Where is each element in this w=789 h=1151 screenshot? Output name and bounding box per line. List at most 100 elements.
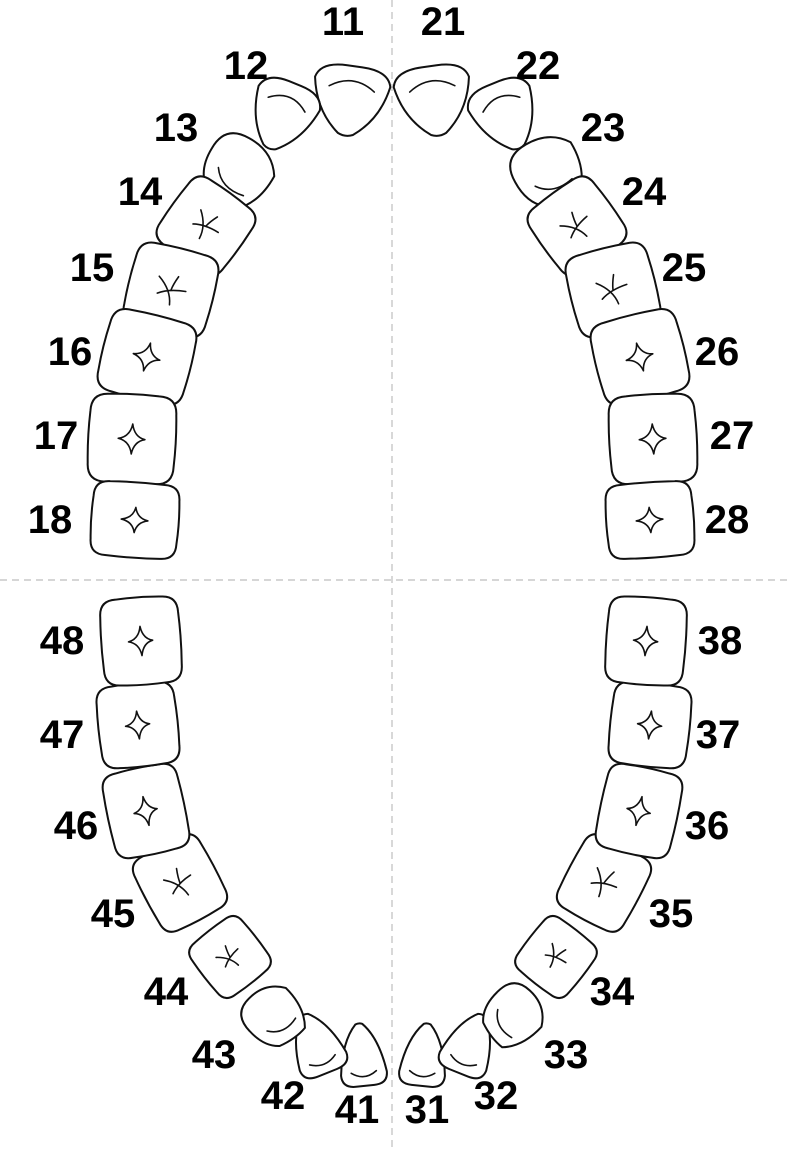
tooth-38[interactable] — [603, 594, 688, 687]
tooth-36[interactable] — [592, 760, 686, 862]
tooth-fissure-27 — [638, 423, 667, 455]
tooth-number-47: 47 — [40, 713, 85, 757]
tooth-outline-26 — [589, 308, 691, 406]
tooth-47[interactable] — [94, 679, 182, 770]
tooth-number-11: 11 — [322, 0, 364, 44]
tooth-number-23: 23 — [581, 106, 626, 150]
tooth-45[interactable] — [127, 828, 233, 937]
tooth-number-12: 12 — [224, 44, 269, 88]
tooth-fissure-28 — [635, 506, 664, 534]
tooth-fissure-31 — [408, 1069, 436, 1078]
tooth-22[interactable] — [462, 71, 549, 161]
tooth-outline-47 — [95, 680, 181, 770]
tooth-fissure-38 — [632, 625, 659, 657]
tooth-fissure-14 — [192, 209, 220, 240]
tooth-35[interactable] — [551, 828, 657, 937]
tooth-number-15: 15 — [70, 246, 115, 290]
tooth-number-46: 46 — [54, 804, 99, 848]
tooth-outline-48 — [99, 595, 183, 687]
tooth-outline-37 — [607, 680, 693, 770]
tooth-number-17: 17 — [34, 414, 79, 458]
tooth-fissure-43 — [266, 1017, 297, 1033]
tooth-27[interactable] — [607, 392, 699, 486]
tooth-outline-28 — [604, 480, 696, 560]
tooth-21[interactable] — [391, 61, 476, 141]
tooth-number-27: 27 — [710, 414, 755, 458]
tooth-outline-36 — [594, 762, 684, 860]
tooth-26[interactable] — [586, 305, 694, 410]
tooth-number-28: 28 — [705, 498, 750, 542]
tooth-number-38: 38 — [698, 619, 743, 663]
tooth-fissure-22 — [482, 94, 521, 113]
tooth-fissure-37 — [636, 710, 663, 740]
tooth-43[interactable] — [233, 975, 315, 1057]
tooth-number-43: 43 — [192, 1033, 237, 1077]
tooth-fissure-24 — [559, 211, 588, 239]
tooth-number-31: 31 — [405, 1088, 450, 1132]
tooth-fissure-33 — [496, 1008, 513, 1039]
tooth-outline-18 — [89, 480, 181, 560]
tooth-fissure-16 — [132, 342, 161, 372]
tooth-fissure-11 — [328, 79, 376, 93]
tooth-outline-32 — [437, 1012, 492, 1080]
tooth-fissure-25 — [595, 273, 628, 305]
tooth-fissure-18 — [120, 506, 149, 534]
tooth-number-37: 37 — [696, 713, 741, 757]
tooth-fissure-35 — [590, 867, 618, 898]
tooth-44[interactable] — [184, 910, 277, 1003]
tooth-fissure-36 — [626, 795, 651, 827]
tooth-fissure-34 — [544, 942, 567, 968]
tooth-fissure-12 — [267, 94, 306, 113]
tooth-outline-17 — [86, 392, 178, 486]
tooth-number-24: 24 — [622, 170, 667, 214]
tooth-fissure-46 — [133, 795, 158, 827]
tooth-number-26: 26 — [695, 330, 740, 374]
tooth-number-41: 41 — [335, 1088, 380, 1132]
tooth-outline-11 — [314, 63, 392, 137]
tooth-17[interactable] — [86, 392, 178, 486]
tooth-fissure-45 — [162, 867, 192, 896]
tooth-number-25: 25 — [662, 246, 707, 290]
tooth-34[interactable] — [510, 910, 603, 1003]
tooth-fissure-17 — [117, 423, 146, 455]
tooth-28[interactable] — [604, 479, 697, 560]
tooth-outline-27 — [607, 392, 699, 486]
tooth-number-42: 42 — [261, 1074, 306, 1118]
tooth-outline-33 — [482, 982, 544, 1049]
tooth-outline-46 — [101, 762, 191, 860]
teeth-layer — [86, 61, 699, 1088]
tooth-33[interactable] — [472, 975, 554, 1057]
tooth-41[interactable] — [336, 1021, 388, 1088]
tooth-37[interactable] — [606, 679, 694, 770]
tooth-number-32: 32 — [474, 1074, 519, 1118]
tooth-number-14: 14 — [118, 170, 163, 214]
tooth-number-13: 13 — [154, 106, 199, 150]
tooth-number-35: 35 — [649, 892, 694, 936]
tooth-fissure-41 — [350, 1069, 378, 1078]
tooth-number-21: 21 — [421, 0, 466, 44]
tooth-number-44: 44 — [144, 970, 189, 1014]
tooth-outline-43 — [240, 985, 306, 1048]
tooth-fissure-42 — [308, 1053, 336, 1067]
tooth-number-22: 22 — [516, 44, 561, 88]
tooth-11[interactable] — [307, 61, 392, 141]
tooth-number-34: 34 — [590, 970, 635, 1014]
tooth-46[interactable] — [99, 760, 193, 862]
tooth-12[interactable] — [238, 71, 325, 161]
tooth-fissure-32 — [450, 1053, 478, 1067]
tooth-number-36: 36 — [685, 804, 730, 848]
tooth-fissure-26 — [625, 342, 654, 372]
tooth-fissure-15 — [156, 275, 187, 306]
tooth-number-45: 45 — [91, 892, 136, 936]
tooth-48[interactable] — [98, 594, 183, 687]
tooth-18[interactable] — [89, 479, 182, 560]
tooth-fissure-44 — [215, 945, 240, 968]
tooth-number-16: 16 — [48, 330, 93, 374]
tooth-fissure-47 — [124, 710, 151, 740]
tooth-fissure-13 — [217, 166, 245, 197]
tooth-fissure-48 — [127, 625, 154, 657]
tooth-number-33: 33 — [544, 1033, 589, 1077]
tooth-32[interactable] — [435, 1005, 505, 1082]
